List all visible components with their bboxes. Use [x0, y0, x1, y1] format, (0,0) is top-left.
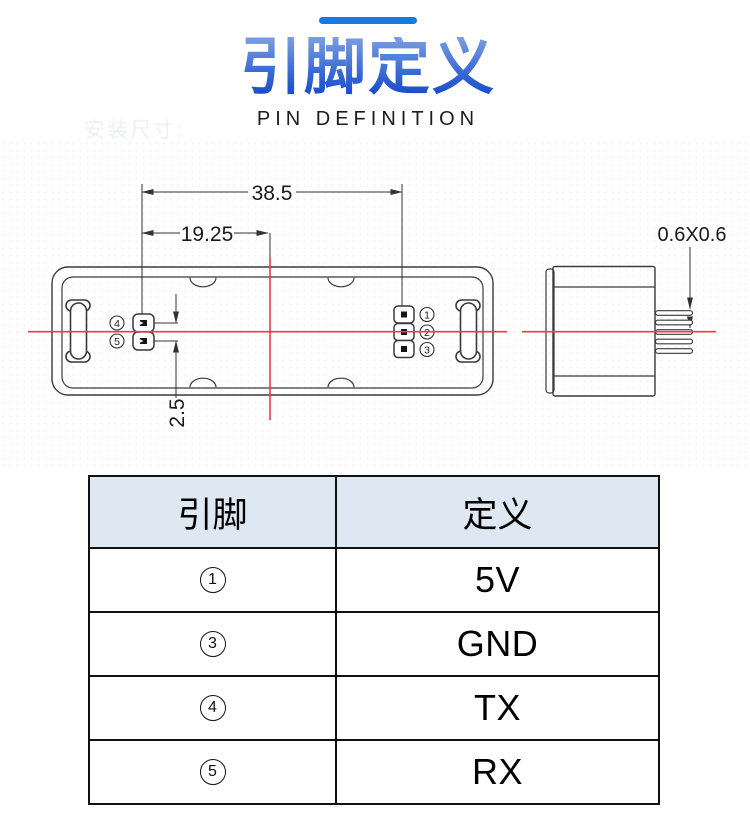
table-row: 5 RX — [88, 739, 660, 805]
dim-pin-pitch: 2.5 — [166, 398, 189, 427]
pin-3-label: 3 — [424, 344, 430, 356]
definition-cell: RX — [335, 739, 660, 805]
pin-diagram: 4 5 1 2 3 — [0, 140, 750, 470]
pad-markers-left — [140, 320, 147, 344]
pin-number-callouts: 4 5 1 2 3 — [109, 306, 435, 358]
table-header-row: 引脚 定义 — [88, 475, 660, 549]
table-row: 3 GND — [88, 611, 660, 677]
definition-cell: GND — [335, 611, 660, 677]
definition-cell: 5V — [335, 547, 660, 613]
pin-cell: 4 — [88, 675, 337, 741]
pin-cell: 3 — [88, 611, 337, 677]
pin-2-label: 2 — [424, 327, 430, 339]
dimension-lines — [141, 184, 693, 398]
dimension-texts: 38.5 19.25 2.5 0.6X0.6 — [166, 182, 726, 428]
pin-4-label: 4 — [114, 318, 120, 330]
dim-center-offset: 19.25 — [181, 223, 234, 246]
edge-notch — [327, 277, 355, 288]
title-accent-bar — [319, 17, 417, 24]
header-pins — [654, 310, 694, 354]
column-header-definition: 定义 — [335, 475, 660, 549]
pin-number-circled: 5 — [199, 759, 226, 785]
edge-notch — [189, 277, 217, 288]
page-title: 引脚定义 — [0, 37, 743, 99]
pin-definition-table: 引脚 定义 1 5V 3 GND 4 TX — [88, 475, 660, 805]
pin-number-circled: 4 — [199, 695, 226, 721]
centerlines — [28, 258, 716, 420]
edge-notch — [327, 377, 355, 388]
table-row: 4 TX — [88, 675, 660, 741]
table-row: 1 5V — [88, 547, 660, 613]
edge-notch — [189, 377, 217, 388]
pin-cell: 5 — [88, 739, 337, 805]
definition-cell: TX — [335, 675, 660, 741]
watermark-text: 安装尺寸: — [84, 119, 184, 142]
dim-total-width: 38.5 — [252, 182, 293, 205]
pin-number-circled: 3 — [199, 631, 226, 657]
pin-number-circled: 1 — [199, 567, 226, 593]
column-header-pin: 引脚 — [88, 475, 337, 549]
header: 引脚定义 PIN DEFINITION — [0, 0, 743, 131]
dim-pin-cross-section: 0.6X0.6 — [658, 224, 727, 246]
page-subtitle: PIN DEFINITION — [256, 108, 480, 130]
pin-1-label: 1 — [424, 309, 430, 321]
pin-5-label: 5 — [114, 336, 120, 348]
pin-cell: 1 — [88, 547, 337, 613]
